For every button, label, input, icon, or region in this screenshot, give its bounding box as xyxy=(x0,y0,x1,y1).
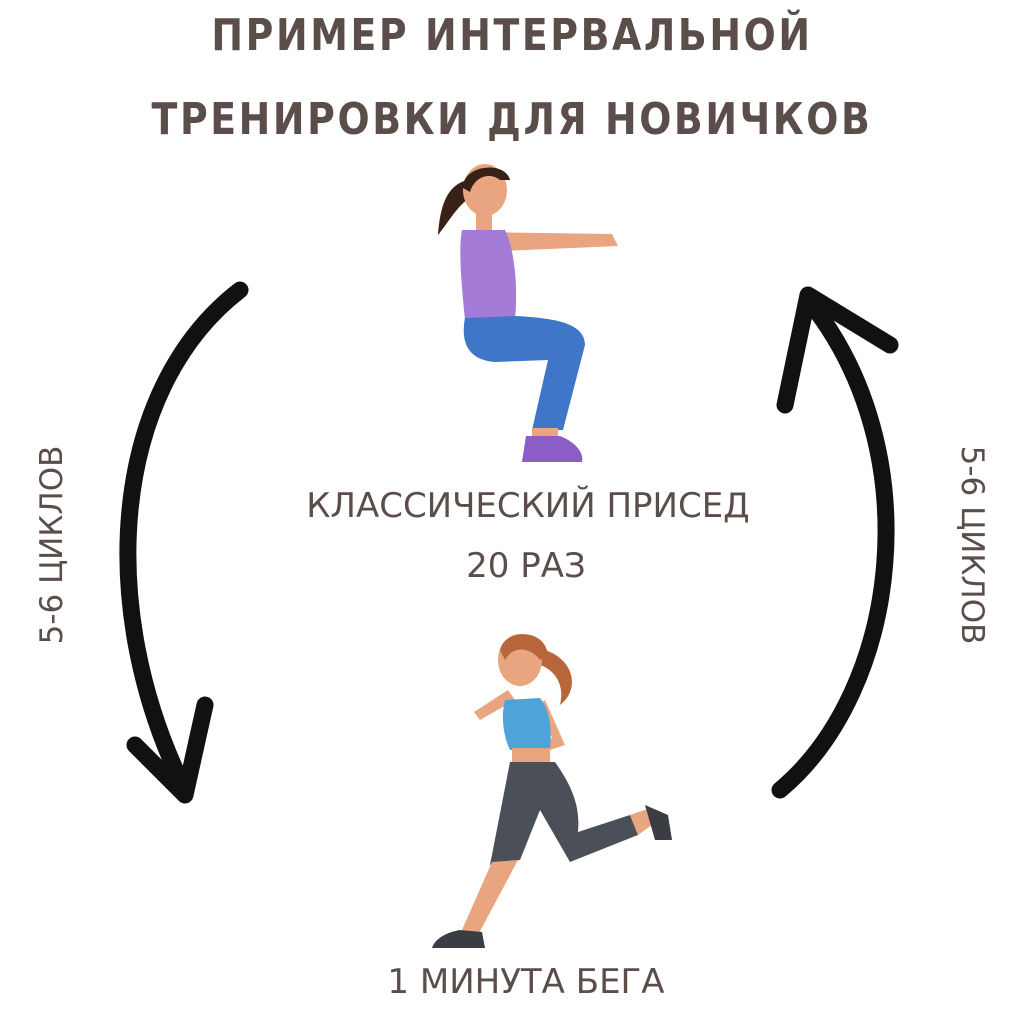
run-midriff-shape xyxy=(512,748,550,764)
squat-hair-shape xyxy=(462,167,510,192)
squat-pants-shape xyxy=(463,316,585,430)
left-arrowhead-icon xyxy=(126,696,214,804)
run-top-shape xyxy=(502,698,551,750)
title-line-2: ТРЕНИРОВКИ ДЛЯ НОВИЧКОВ xyxy=(151,94,873,145)
right-cycle-arrow xyxy=(771,291,895,799)
squat-arms-shape xyxy=(478,232,618,252)
squat-shoe-shape xyxy=(522,436,583,462)
left-cycle-arrow xyxy=(119,281,249,799)
squat-neck-shape xyxy=(476,212,492,230)
run-hair-shape xyxy=(500,634,548,660)
squat-top-shape xyxy=(460,230,517,320)
run-pants-shape xyxy=(490,762,638,865)
squat-ponytail-shape xyxy=(438,180,470,235)
run-arm-right-shape xyxy=(518,700,565,760)
run-arm-left-shape xyxy=(474,690,515,720)
left-cycles-label: 5-6 ЦИКЛОВ xyxy=(34,445,70,645)
squat-caption-name: КЛАССИЧЕСКИЙ ПРИСЕД xyxy=(306,486,750,526)
squat-ankle-shape xyxy=(532,428,558,438)
run-ponytail-shape xyxy=(540,650,572,705)
squat-caption-reps: 20 РАЗ xyxy=(466,546,586,586)
title-line-1: ПРИМЕР ИНТЕРВАЛЬНОЙ xyxy=(211,10,813,61)
right-cycles-label: 5-6 ЦИКЛОВ xyxy=(954,445,990,645)
run-shoe-back-shape xyxy=(645,805,672,840)
run-shoe-front-shape xyxy=(432,930,485,948)
run-leg-front-shape xyxy=(462,860,518,935)
right-arrowhead-icon xyxy=(776,286,899,414)
run-caption: 1 МИНУТА БЕГА xyxy=(387,962,665,1002)
